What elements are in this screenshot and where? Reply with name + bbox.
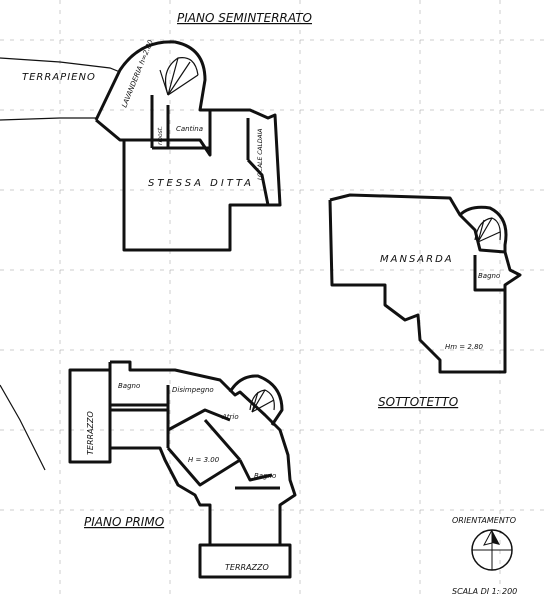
terrapieno-lower-boundary xyxy=(0,117,96,121)
label-terrazzo-bottom: TERRAZZO xyxy=(225,563,269,572)
boundary-line-left xyxy=(0,384,46,471)
heading-seminterrato: PIANO SEMINTERRATO xyxy=(177,11,312,25)
label-bagno-primo-left: Bagno xyxy=(118,382,140,390)
label-bagno-primo-right: Bagno xyxy=(254,472,276,480)
label-stessa-ditta: STESSA DITTA xyxy=(148,178,254,189)
label-ripostiglio: ripost. xyxy=(157,126,164,145)
piano-seminterrato: PIANO SEMINTERRATO TERRAPIENO LAVANDERIA… xyxy=(0,11,312,252)
primo-stair-tower xyxy=(228,374,284,426)
sottotetto-stair-tower xyxy=(458,205,508,252)
label-h-primo: H = 3.00 xyxy=(188,456,220,464)
label-scala: SCALA DI 1: 200 xyxy=(452,587,517,596)
label-mansarda: MANSARDA xyxy=(380,254,454,265)
piano-primo: TERRAZZO TERRAZZO Bagno Disimpegno Atrio… xyxy=(68,360,297,579)
legend: ORIENTAMENTO SCALA DI 1: 200 xyxy=(452,516,517,596)
primo-outline xyxy=(108,360,297,547)
label-hm-sottotetto: Hm = 2.80 xyxy=(445,343,484,351)
label-cantina: Cantina xyxy=(176,125,203,133)
label-terrazzo-side: TERRAZZO xyxy=(86,411,95,455)
heading-sottotetto: SOTTOTETTO xyxy=(378,395,458,409)
seminterrato-stair-spiral xyxy=(165,57,199,96)
label-bagno-sottotetto: Bagno xyxy=(478,272,500,280)
label-lavanderia: LAVANDERIA h=2.80 xyxy=(120,38,155,109)
seminterrato-stair-tower xyxy=(94,40,210,121)
label-atrio: Atrio xyxy=(221,413,239,421)
label-terrapieno: TERRAPIENO xyxy=(22,72,96,83)
piano-sottotetto: MANSARDA Bagno Hm = 2.80 SOTTOTETTO xyxy=(328,193,522,409)
label-locale-caldaia: LOCALE CALDAIA xyxy=(257,129,264,180)
label-orientamento: ORIENTAMENTO xyxy=(452,516,516,525)
seminterrato-outline xyxy=(95,108,282,252)
label-disimpegno: Disimpegno xyxy=(172,386,214,394)
heading-primo: PIANO PRIMO xyxy=(84,515,164,529)
sottotetto-outline xyxy=(328,193,522,374)
terrazzo-bottom xyxy=(198,543,292,579)
terrapieno-boundary xyxy=(0,57,121,73)
compass-icon xyxy=(471,529,513,571)
